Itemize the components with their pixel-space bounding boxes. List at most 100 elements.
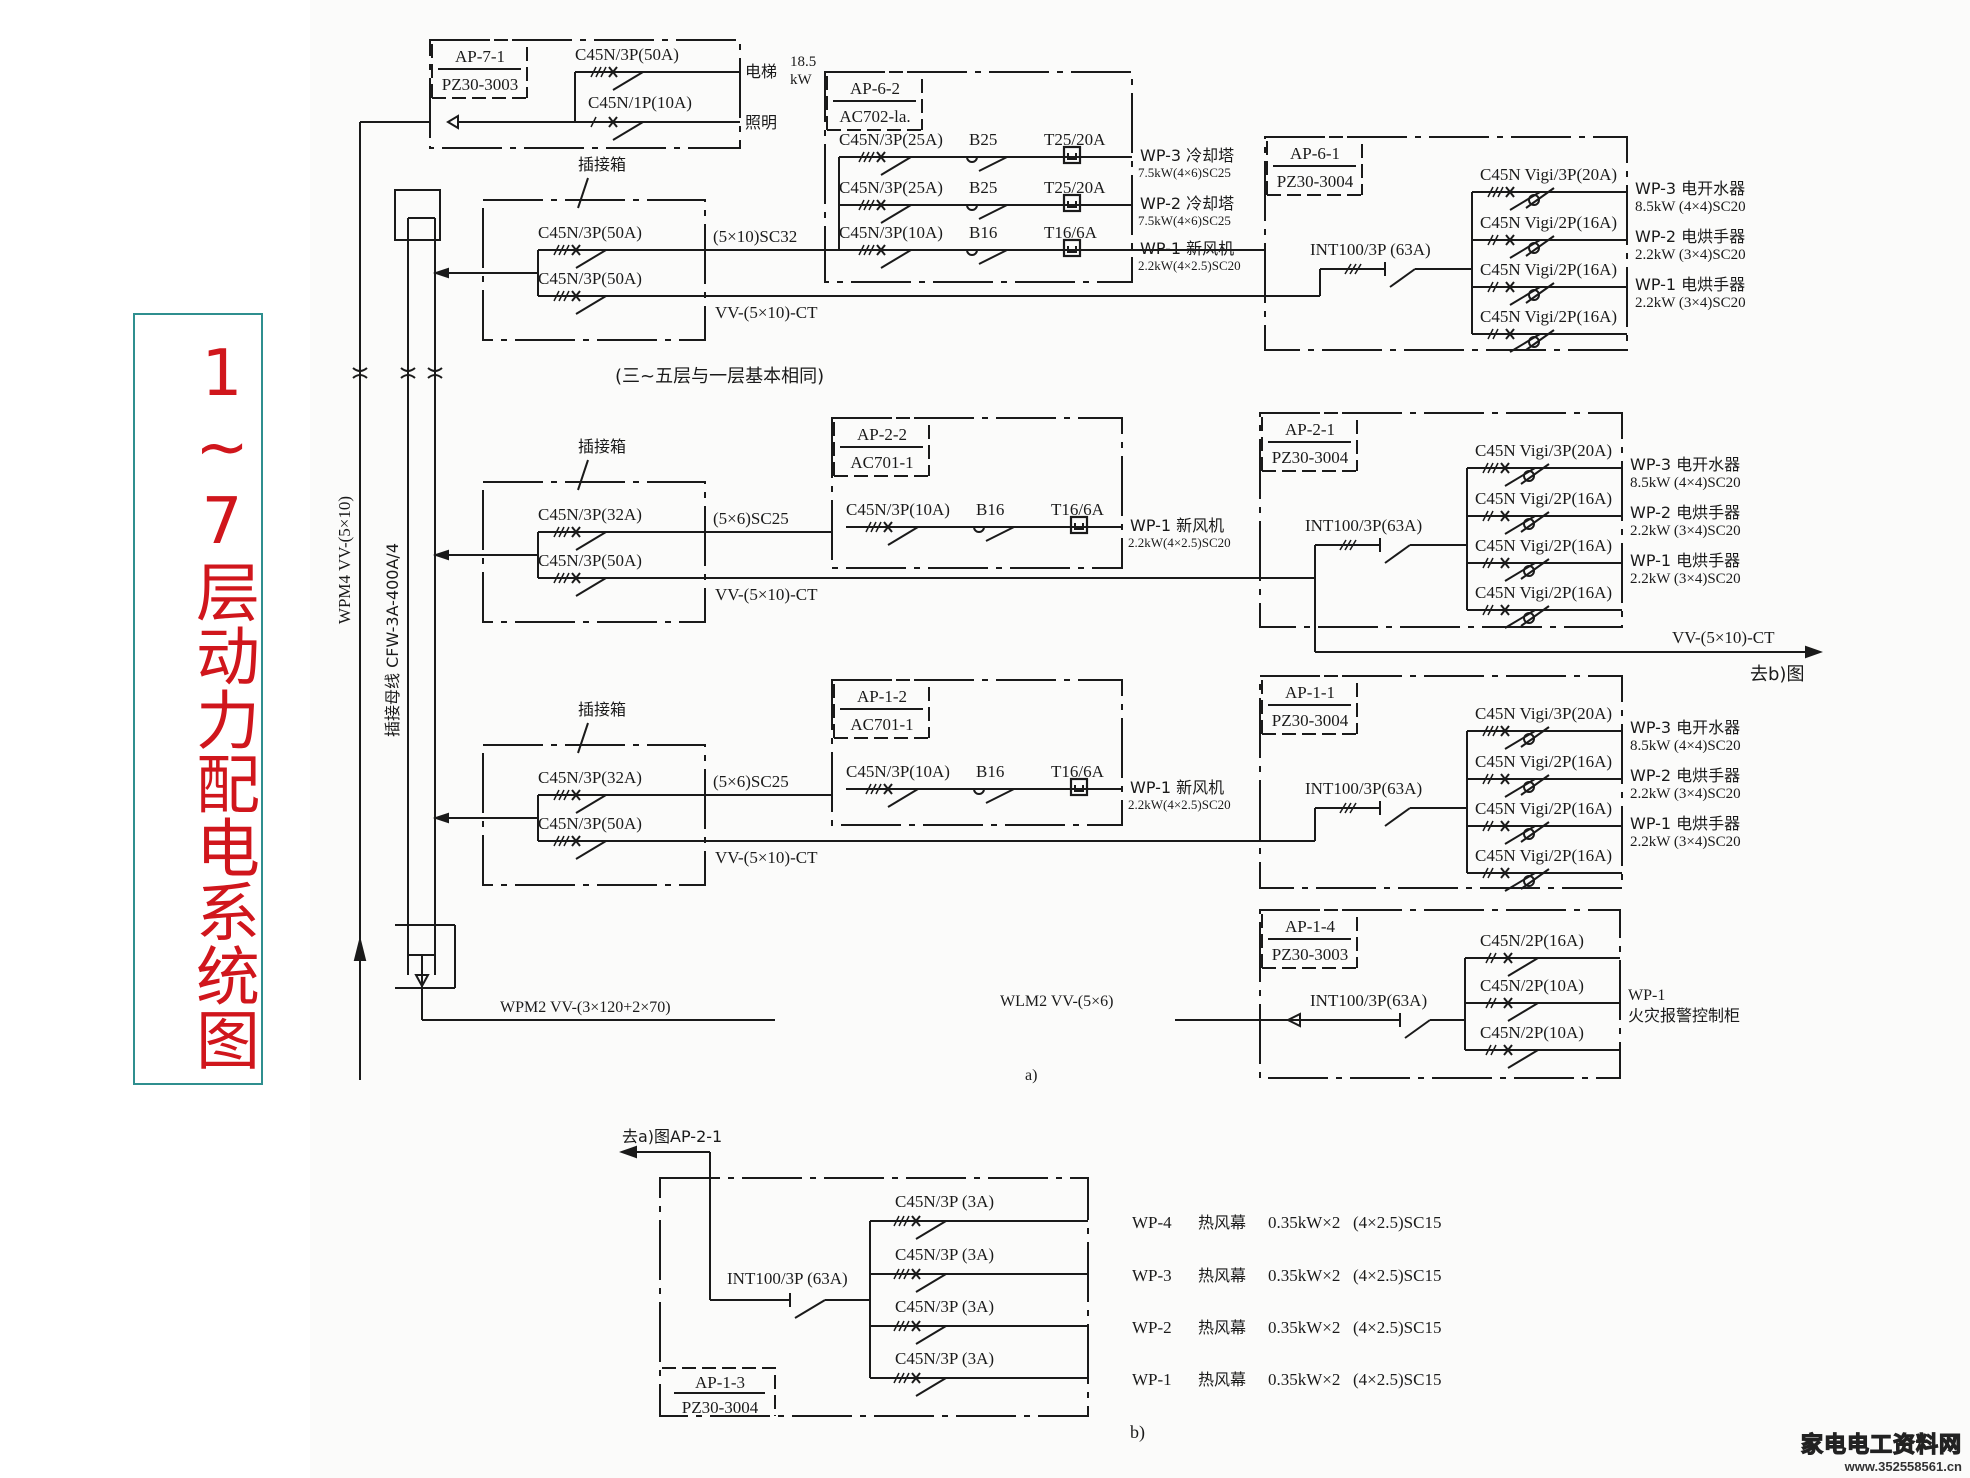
ap14-breaker-label: C45N/2P(16A) bbox=[1480, 931, 1584, 950]
switch-blade bbox=[612, 121, 644, 141]
tapbox-2-cable-top: (5×6)SC25 bbox=[713, 509, 789, 528]
pole-tick bbox=[553, 572, 560, 584]
ap13-main-label: INT100/3P (63A) bbox=[727, 1269, 848, 1288]
pole-tick bbox=[868, 244, 875, 256]
pole-tick bbox=[1485, 997, 1492, 1009]
elevator-power: 18.5 bbox=[790, 54, 816, 70]
wpm4-label: WPM4 VV-(5×10) bbox=[335, 496, 354, 624]
pole-tick bbox=[1487, 557, 1494, 569]
ap62-breaker-3 bbox=[858, 244, 912, 269]
rcd-ring bbox=[1528, 289, 1540, 301]
trip-cross bbox=[1500, 820, 1510, 832]
switch-blade bbox=[575, 577, 607, 597]
trip-cross bbox=[1505, 328, 1515, 340]
schematic-sheet bbox=[310, 0, 1970, 1478]
label-frame bbox=[826, 71, 923, 130]
ap13-breaker-label: C45N/3P (3A) bbox=[895, 1192, 994, 1211]
ap62-relay-label: T16/6A bbox=[1044, 223, 1098, 242]
panel-id: AP-2-1 bbox=[1285, 420, 1335, 439]
switch-blade bbox=[612, 71, 644, 91]
pole-tick bbox=[1487, 725, 1494, 737]
ap13-breaker-label: C45N/3P (3A) bbox=[895, 1349, 994, 1368]
pole-tick bbox=[898, 1268, 905, 1280]
watermark-url: www.352558561.cn bbox=[1844, 1459, 1962, 1474]
rcd-blade bbox=[1525, 282, 1555, 304]
ap21-circuit-name: WP-2 电烘手器 bbox=[1630, 503, 1740, 522]
pole-tick bbox=[1349, 263, 1357, 275]
pole-tick bbox=[858, 151, 865, 163]
pole-tick bbox=[1490, 997, 1497, 1009]
ap22-enclosure bbox=[831, 417, 1123, 569]
tapbox-2-caption: 插接箱 bbox=[578, 437, 626, 456]
panel-id: AP-1-1 bbox=[1285, 683, 1335, 702]
label-frame bbox=[1261, 412, 1358, 471]
pole-tick bbox=[1482, 820, 1489, 832]
ap12-breaker-label: C45N/3P(10A) bbox=[846, 762, 950, 781]
ap62-contactor-label: B25 bbox=[969, 178, 997, 197]
ap21-circuit-name: WP-1 电烘手器 bbox=[1630, 551, 1740, 570]
ap62-relay-3 bbox=[1062, 238, 1082, 258]
ap21-label bbox=[1261, 412, 1358, 472]
tapbox-2-breaker-2 bbox=[553, 572, 607, 597]
rcd-ring bbox=[1523, 781, 1535, 793]
ap62-circuit-label: WP-2 冷却塔 bbox=[1140, 194, 1234, 213]
up-arrow-icon bbox=[353, 939, 367, 961]
ap13-circuit-name: WP-2 bbox=[1132, 1318, 1172, 1337]
ap61-circuit-name: WP-2 电烘手器 bbox=[1635, 227, 1745, 246]
ap11-circuit-spec: 8.5kW (4×4)SC20 bbox=[1630, 738, 1741, 754]
trip-cross bbox=[911, 1320, 921, 1332]
panel-model: PZ30-3003 bbox=[1272, 945, 1349, 964]
ap61-main-blade bbox=[1389, 268, 1416, 288]
tapbox-1-breaker-1 bbox=[553, 789, 607, 814]
pole-tick bbox=[1492, 186, 1499, 198]
ap13-breaker-1 bbox=[893, 1215, 947, 1240]
ap13-circuit-power: 0.35kW×2 bbox=[1268, 1318, 1340, 1337]
pole-tick bbox=[1482, 462, 1489, 474]
pole-tick bbox=[558, 290, 565, 302]
ap11-circuit-spec: 2.2kW (3×4)SC20 bbox=[1630, 834, 1741, 850]
pole-tick bbox=[863, 244, 870, 256]
ap62-breaker-1 bbox=[858, 151, 912, 176]
pole-tick bbox=[1490, 1044, 1497, 1056]
ap61-circuit-name: WP-1 电烘手器 bbox=[1635, 275, 1745, 294]
right-arrow-icon bbox=[1805, 645, 1823, 659]
ap61-circuit-name: WP-3 电开水器 bbox=[1635, 179, 1745, 198]
pole-tick bbox=[1497, 186, 1504, 198]
switch-blade bbox=[915, 1220, 947, 1240]
panel-id: AP-2-2 bbox=[857, 425, 907, 444]
relay-box bbox=[1069, 777, 1089, 797]
ap62-contactor-2 bbox=[966, 204, 1008, 220]
ap62-contactor-label: B25 bbox=[969, 130, 997, 149]
ap22-relay-1 bbox=[1069, 515, 1089, 535]
ap62-breaker-label: C45N/3P(10A) bbox=[839, 223, 943, 242]
title-panel: 1~7层动力配电系统图 bbox=[133, 313, 263, 1085]
ap13-breaker-label: C45N/3P (3A) bbox=[895, 1245, 994, 1264]
pole-tick bbox=[898, 1372, 905, 1384]
ap21-rcd-4 bbox=[1520, 605, 1550, 627]
break-mark bbox=[427, 374, 443, 379]
pole-tick bbox=[1487, 604, 1494, 616]
pole-tick bbox=[1487, 773, 1494, 785]
switch-blade bbox=[915, 1273, 947, 1293]
pole-tick bbox=[553, 789, 560, 801]
switch-blade bbox=[575, 794, 607, 814]
switch-blade bbox=[880, 204, 912, 224]
ap61-rcd-1 bbox=[1525, 187, 1555, 209]
ap11-breaker-label: C45N Vigi/3P(20A) bbox=[1475, 704, 1612, 723]
trip-cross bbox=[571, 244, 581, 256]
ap62-breaker-label: C45N/3P(25A) bbox=[839, 130, 943, 149]
ap22-breaker-1 bbox=[865, 521, 919, 546]
pole-tick bbox=[1482, 725, 1489, 737]
pole-tick bbox=[558, 526, 565, 538]
pole-tick bbox=[1349, 802, 1357, 814]
ap21-circuit-name: WP-3 电开水器 bbox=[1630, 455, 1740, 474]
contactor-arc bbox=[966, 156, 978, 163]
pole-tick bbox=[1485, 1044, 1492, 1056]
relay-box bbox=[1062, 193, 1082, 213]
ap21-breaker-1 bbox=[1482, 462, 1536, 487]
ap14-breaker-3 bbox=[1485, 1044, 1539, 1069]
label-frame bbox=[833, 679, 930, 738]
contactor-arc bbox=[966, 204, 978, 211]
label-frame bbox=[833, 417, 930, 476]
